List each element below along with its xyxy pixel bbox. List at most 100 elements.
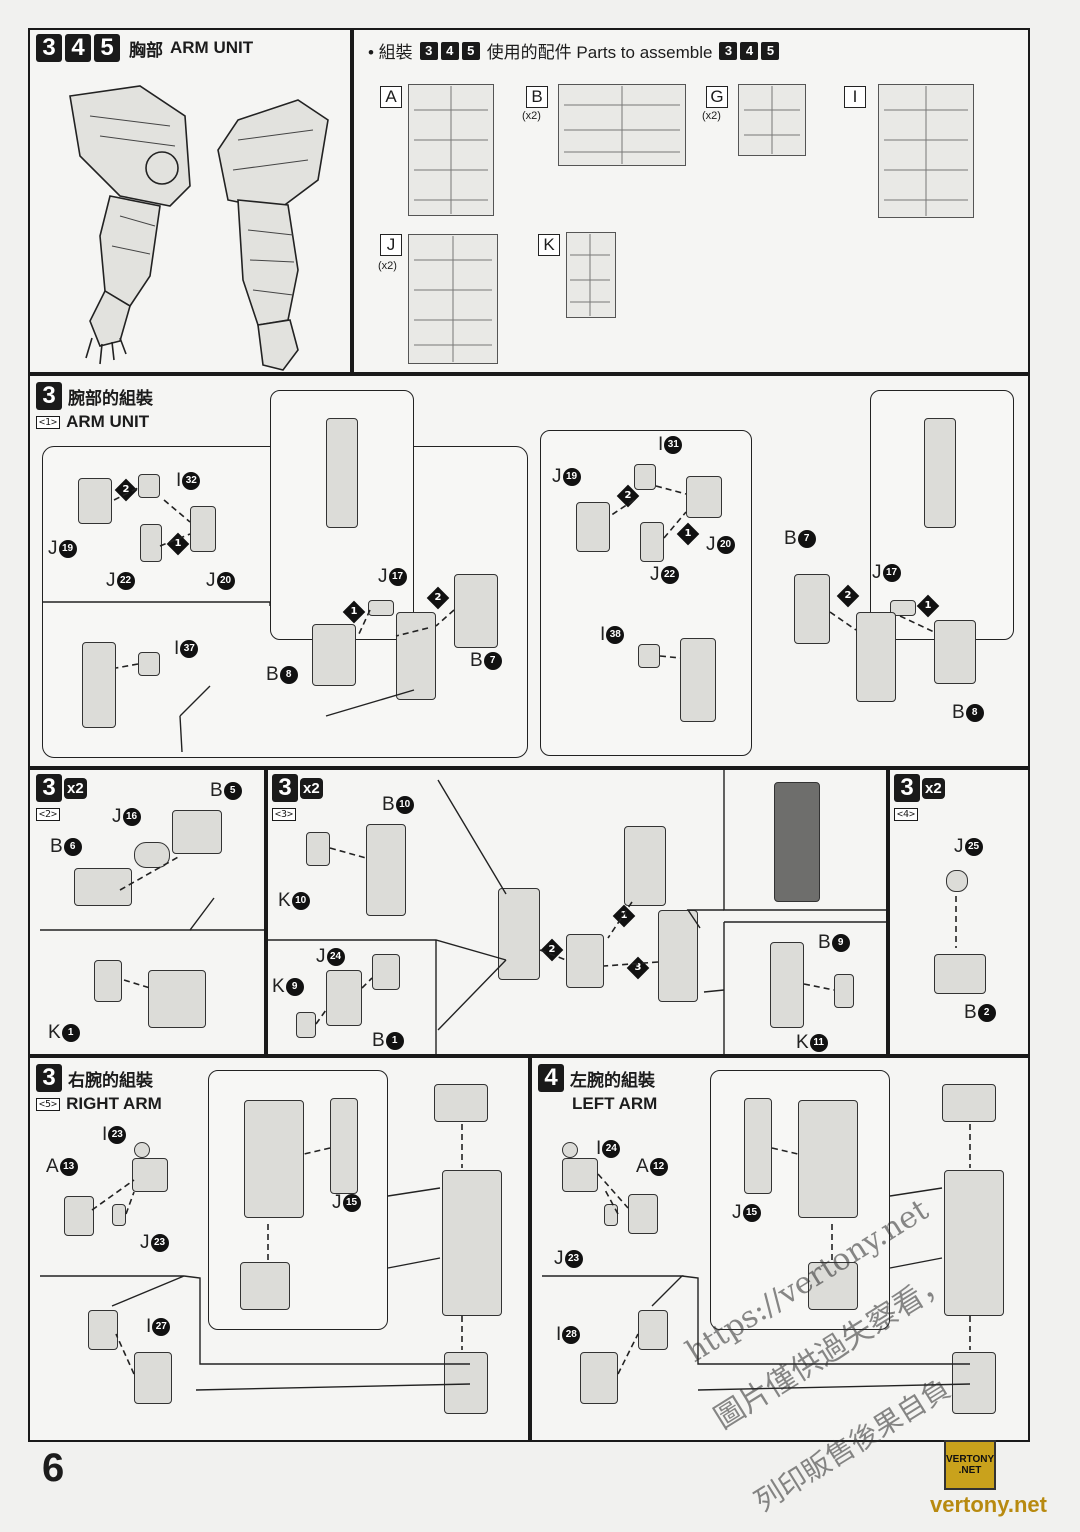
full-arm <box>442 1170 502 1316</box>
step-box: 4 <box>740 41 759 60</box>
part-k9 <box>296 1012 316 1038</box>
hand-part <box>952 1352 996 1414</box>
forearm-assembly <box>244 1100 304 1218</box>
step3-arm-unit-panel: 3 腕部的組裝 <1> ARM UNIT <box>28 374 1030 768</box>
step3-2-lines <box>40 855 264 989</box>
upper-arm-cap <box>434 1084 488 1122</box>
step-box: 3 <box>894 774 920 802</box>
parts-header: • 組裝 3 4 5 使用的配件 Parts to assemble 3 4 5 <box>368 38 780 63</box>
hand-part <box>134 1352 172 1404</box>
part-j17 <box>890 600 916 616</box>
part-a13 <box>64 1196 94 1236</box>
part-j23 <box>112 1204 126 1226</box>
part-a12 <box>628 1194 658 1234</box>
side-armor <box>658 910 698 1002</box>
right-arm-lines <box>40 1124 471 1391</box>
right-arm-title-cn: 右腕的組裝 <box>68 1070 153 1090</box>
step-box: 3 <box>36 774 62 802</box>
part-i38 <box>638 644 660 668</box>
elbow-joint <box>562 1158 598 1192</box>
x2-tag: x2 <box>64 777 87 799</box>
part-j15 <box>330 1098 358 1194</box>
shoulder-ball <box>638 1310 668 1350</box>
part-j16 <box>134 842 170 868</box>
part-b2 <box>934 954 986 994</box>
part-b8 <box>934 620 976 684</box>
part-i23-ball <box>134 1142 150 1158</box>
runner-k-diagram <box>566 232 616 318</box>
runner-b-qty: (x2) <box>522 110 541 122</box>
part-k1 <box>94 960 122 1002</box>
part-j24 <box>372 954 400 990</box>
vertony-logo: VERTONY .NET <box>944 1440 996 1490</box>
step-box: 3 <box>36 1064 62 1092</box>
part-b5 <box>172 810 222 854</box>
runner-letter-k: K <box>538 234 560 256</box>
parts-header-prefix: • 組裝 <box>368 43 413 62</box>
part-b8 <box>312 624 356 686</box>
overview-title-en: ARM UNIT <box>170 38 254 57</box>
part-j22 <box>640 522 664 562</box>
left-arm-title-en: LEFT ARM <box>572 1094 658 1113</box>
upper-arm-cap <box>942 1084 996 1122</box>
full-arm <box>944 1170 1004 1316</box>
runner-g-qty: (x2) <box>702 110 721 122</box>
runner-letter-g: G <box>706 86 728 108</box>
wrist-base <box>808 1262 858 1310</box>
step-box: 4 <box>538 1064 564 1092</box>
runner-grid-lines <box>414 86 968 362</box>
page-number: 6 <box>42 1446 65 1490</box>
sub-step-tag: <2> <box>36 808 61 821</box>
part-k10 <box>306 832 330 866</box>
part-j15 <box>744 1098 772 1194</box>
runner-j-qty: (x2) <box>378 260 397 272</box>
part-j20 <box>190 506 216 552</box>
sub-step-tag: <3> <box>272 808 297 821</box>
step-box: 5 <box>94 34 120 62</box>
step3-3-header: 3 x2 <3> <box>272 774 323 821</box>
step-box: 3 <box>419 41 438 60</box>
part-i31 <box>634 464 656 490</box>
shoulder-ball <box>88 1310 118 1350</box>
part-j19 <box>78 478 112 524</box>
sub-step-tag: <4> <box>894 808 919 821</box>
part-b7 <box>454 574 498 648</box>
parts-header-middle: 使用的配件 Parts to assemble <box>486 43 713 62</box>
right-arm-header: 3 右腕的組裝 <5> RIGHT ARM <box>36 1064 162 1114</box>
arm-core-part <box>396 612 436 700</box>
runner-letter-i: I <box>844 86 866 108</box>
hand-part <box>444 1352 488 1414</box>
part-b6 <box>74 868 132 906</box>
part-j25 <box>946 870 968 892</box>
part-b1 <box>326 970 362 1026</box>
